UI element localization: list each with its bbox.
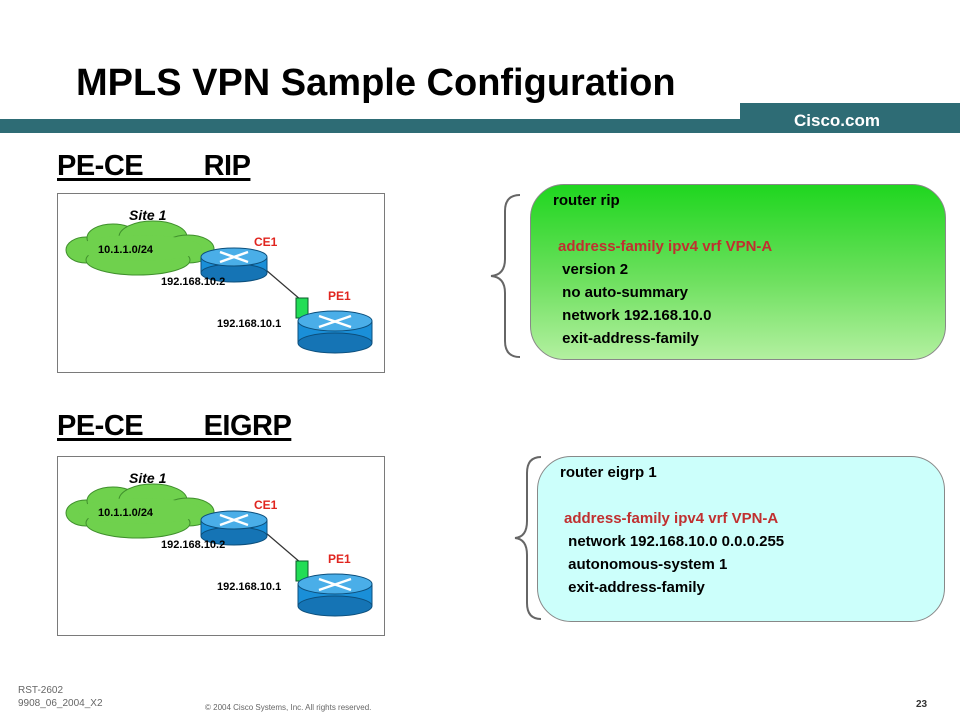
topology-graphic: [65, 483, 373, 617]
ce-label: CE1: [254, 235, 278, 249]
ce-label: CE1: [254, 498, 278, 512]
pe-ip-label: 192.168.10.1: [217, 581, 282, 593]
page-number: 23: [916, 699, 928, 710]
topology-graphic: [65, 220, 373, 354]
config-line: network 192.168.10.0: [558, 307, 712, 324]
section-heading-eigrp: PE-CE EIGRP: [57, 410, 292, 442]
config-line: address-family ipv4 vrf VPN-A: [558, 238, 773, 255]
pe-label: PE1: [328, 552, 351, 566]
section-heading-rip: PE-CE RIP: [57, 150, 251, 182]
config-line: exit-address-family: [564, 579, 705, 596]
cloud-icon: [65, 483, 215, 539]
config-box-rip: router rip address-family ipv4 vrf VPN-A…: [530, 184, 946, 360]
config-box-eigrp: router eigrp 1 address-family ipv4 vrf V…: [537, 456, 945, 622]
router-icon: [200, 247, 268, 283]
subnet-label: 10.1.1.0/24: [98, 244, 154, 256]
page-title: MPLS VPN Sample Configuration: [76, 62, 676, 104]
router-icon: [297, 310, 373, 354]
brace-icon: [514, 456, 542, 620]
brand-label: Cisco.com: [794, 111, 880, 130]
config-line: version 2: [558, 261, 629, 278]
ce-ip-label: 192.168.10.2: [161, 539, 226, 551]
brace-icon: [490, 194, 521, 358]
ce-ip-label: 192.168.10.2: [161, 276, 226, 288]
cloud-icon: [65, 220, 215, 276]
pe-ip-label: 192.168.10.1: [217, 318, 282, 330]
subnet-label: 10.1.1.0/24: [98, 507, 154, 519]
header-bar: [0, 119, 960, 133]
config-line: exit-address-family: [558, 330, 699, 347]
footer-code: 9908_06_2004_X2: [18, 698, 103, 709]
footer-course: RST-2602: [18, 685, 64, 696]
config-line: router eigrp 1: [560, 464, 657, 481]
site-diagram-eigrp: Site 1 10.1.1.0/24 CE1 PE1 192.168.10.2 …: [57, 456, 385, 636]
router-icon: [297, 573, 373, 617]
footer-copyright: © 2004 Cisco Systems, Inc. All rights re…: [205, 703, 372, 712]
site-label: Site 1: [129, 207, 167, 223]
router-icon: [200, 510, 268, 546]
pe-label: PE1: [328, 289, 351, 303]
config-line: network 192.168.10.0 0.0.0.255: [564, 533, 785, 550]
config-line: autonomous-system 1: [564, 556, 728, 573]
site-diagram-rip: Site 1 10.1.1.0/24 CE1 PE1 192.168.10.2 …: [57, 193, 385, 373]
site-label: Site 1: [129, 470, 167, 486]
config-line: no auto-summary: [558, 284, 689, 301]
config-line: router rip: [553, 192, 620, 209]
config-line: address-family ipv4 vrf VPN-A: [564, 510, 779, 527]
brand-banner: [740, 103, 960, 133]
